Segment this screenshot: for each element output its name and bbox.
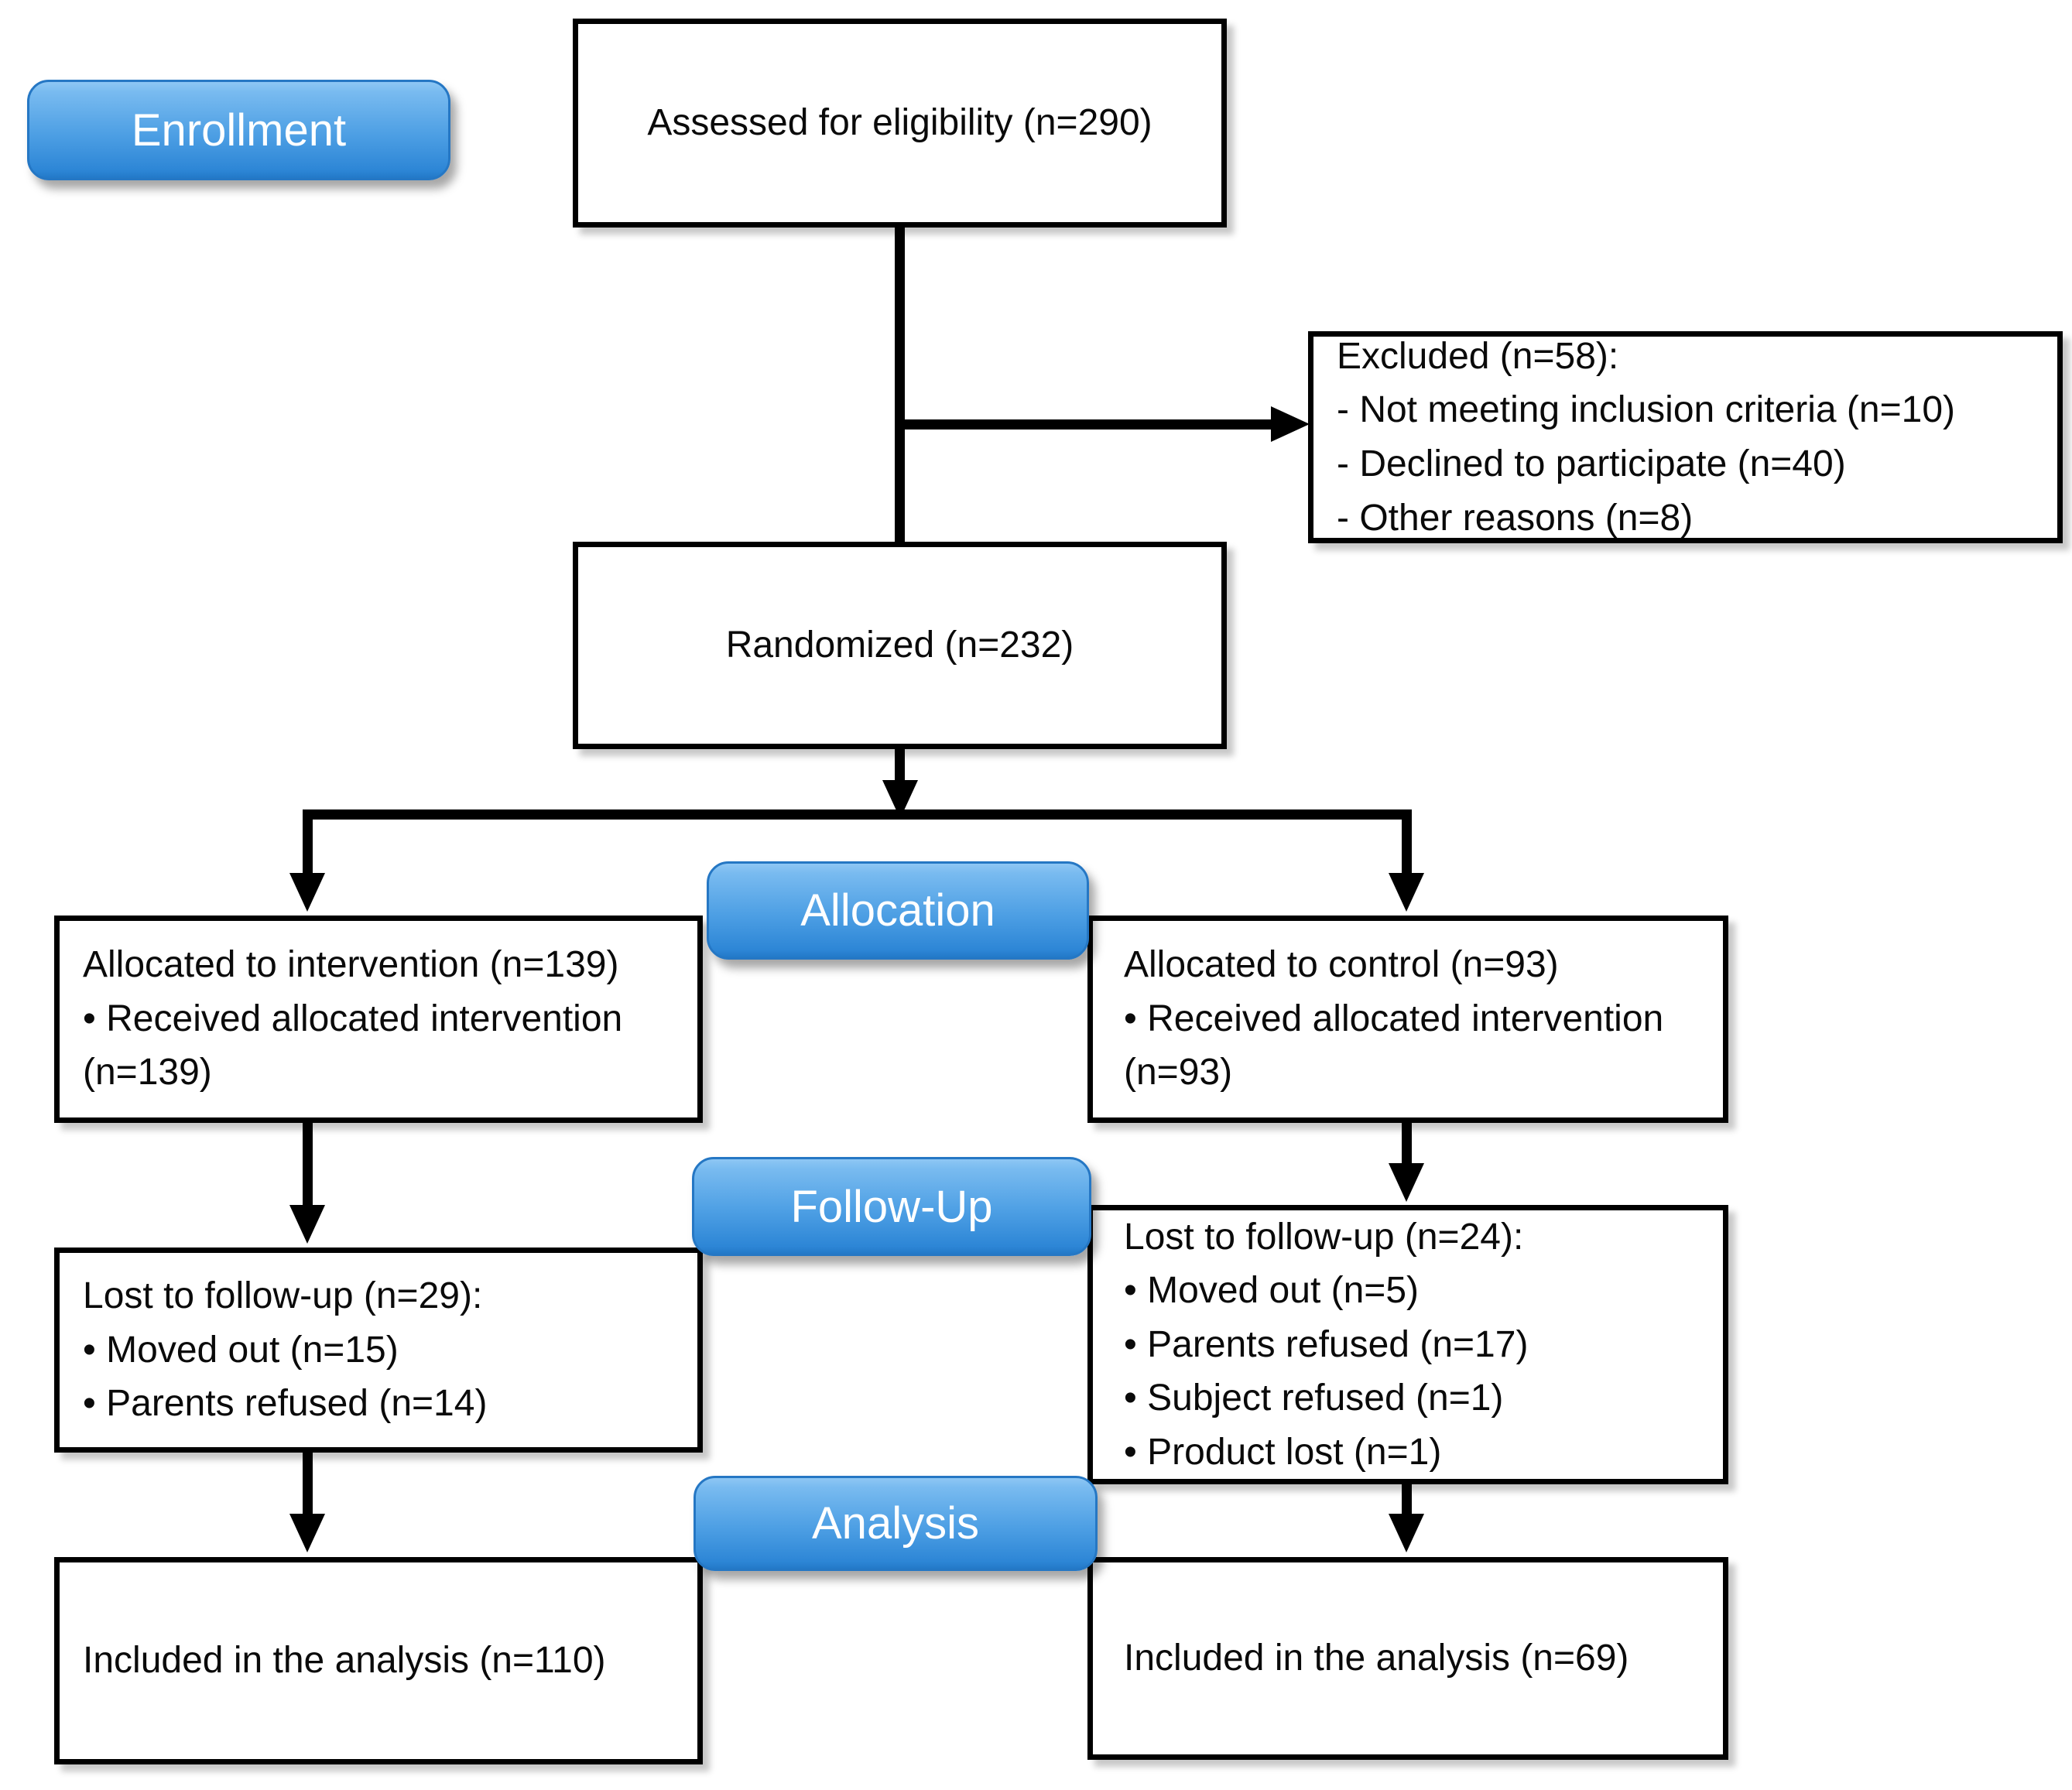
box-excluded-item: - Other reasons (n=8) xyxy=(1337,497,1694,539)
stage-badge-enrollment-label: Enrollment xyxy=(131,104,347,156)
box-lost-followup-control-item: • Parents refused (n=17) xyxy=(1124,1323,1529,1365)
connector-randomized-to-branch xyxy=(895,748,905,785)
stage-badge-allocation: Allocation xyxy=(707,861,1089,960)
arrowhead-intervention-to-analysis xyxy=(289,1514,325,1552)
arrowhead-branch-to-control xyxy=(1389,873,1424,912)
connector-to-excluded xyxy=(895,419,1276,430)
arrowhead-branch-to-intervention xyxy=(289,873,325,912)
connector-assessed-to-randomized xyxy=(895,226,905,545)
box-lost-followup-control: Lost to follow-up (n=24): • Moved out (n… xyxy=(1087,1205,1728,1484)
box-excluded-item: - Declined to participate (n=40) xyxy=(1337,443,1846,484)
box-lost-followup-intervention-title: Lost to follow-up (n=29): xyxy=(83,1275,483,1317)
stage-badge-analysis-label: Analysis xyxy=(812,1498,979,1549)
arrowhead-intervention-to-followup xyxy=(289,1205,325,1244)
box-allocated-intervention-title: Allocated to intervention (n=139) xyxy=(83,944,619,985)
stage-badge-analysis: Analysis xyxy=(694,1476,1098,1571)
box-lost-followup-intervention-item: • Parents refused (n=14) xyxy=(83,1383,488,1425)
box-allocated-intervention: Allocated to intervention (n=139) • Rece… xyxy=(54,916,703,1123)
stage-badge-enrollment: Enrollment xyxy=(27,80,450,180)
box-excluded-item: - Not meeting inclusion criteria (n=10) xyxy=(1337,389,1956,431)
arrowhead-control-to-analysis xyxy=(1389,1514,1424,1552)
box-analysis-control: Included in the analysis (n=69) xyxy=(1087,1557,1728,1760)
box-randomized-text: Randomized (n=232) xyxy=(725,625,1074,666)
box-lost-followup-control-item: • Moved out (n=5) xyxy=(1124,1270,1419,1312)
box-randomized: Randomized (n=232) xyxy=(573,542,1227,749)
box-analysis-control-text: Included in the analysis (n=69) xyxy=(1124,1638,1629,1679)
box-allocated-intervention-item: • Received allocated intervention (n=139… xyxy=(83,998,623,1094)
box-allocated-control-title: Allocated to control (n=93) xyxy=(1124,944,1559,985)
box-lost-followup-control-title: Lost to follow-up (n=24): xyxy=(1124,1216,1524,1258)
box-assessed-eligibility-text: Assessed for eligibility (n=290) xyxy=(647,102,1152,144)
stage-badge-follow-up: Follow-Up xyxy=(692,1157,1091,1256)
stage-badge-follow-up-label: Follow-Up xyxy=(790,1181,993,1232)
arrowhead-to-excluded xyxy=(1271,406,1310,442)
arrowhead-control-to-followup xyxy=(1389,1163,1424,1202)
box-analysis-intervention-text: Included in the analysis (n=110) xyxy=(83,1640,606,1682)
connector-intervention-to-analysis xyxy=(303,1451,313,1517)
box-lost-followup-control-item: • Product lost (n=1) xyxy=(1124,1431,1442,1473)
connector-control-to-followup xyxy=(1402,1121,1412,1166)
box-lost-followup-intervention: Lost to follow-up (n=29): • Moved out (n… xyxy=(54,1248,703,1453)
box-lost-followup-control-item: • Subject refused (n=1) xyxy=(1124,1378,1504,1419)
branch-line-allocation xyxy=(303,809,1412,820)
box-analysis-intervention: Included in the analysis (n=110) xyxy=(54,1557,703,1764)
connector-branch-to-intervention xyxy=(303,809,313,879)
stage-badge-allocation-label: Allocation xyxy=(800,885,995,936)
box-allocated-control-item: • Received allocated intervention (n=93) xyxy=(1124,998,1664,1094)
connector-control-to-analysis xyxy=(1402,1483,1412,1517)
box-allocated-control: Allocated to control (n=93) • Received a… xyxy=(1087,916,1728,1123)
box-excluded: Excluded (n=58): - Not meeting inclusion… xyxy=(1308,331,2063,543)
box-excluded-title: Excluded (n=58): xyxy=(1337,335,1619,377)
box-assessed-eligibility: Assessed for eligibility (n=290) xyxy=(573,19,1227,228)
connector-intervention-to-followup xyxy=(303,1121,313,1208)
connector-branch-to-control xyxy=(1402,809,1412,879)
box-lost-followup-intervention-item: • Moved out (n=15) xyxy=(83,1329,399,1371)
